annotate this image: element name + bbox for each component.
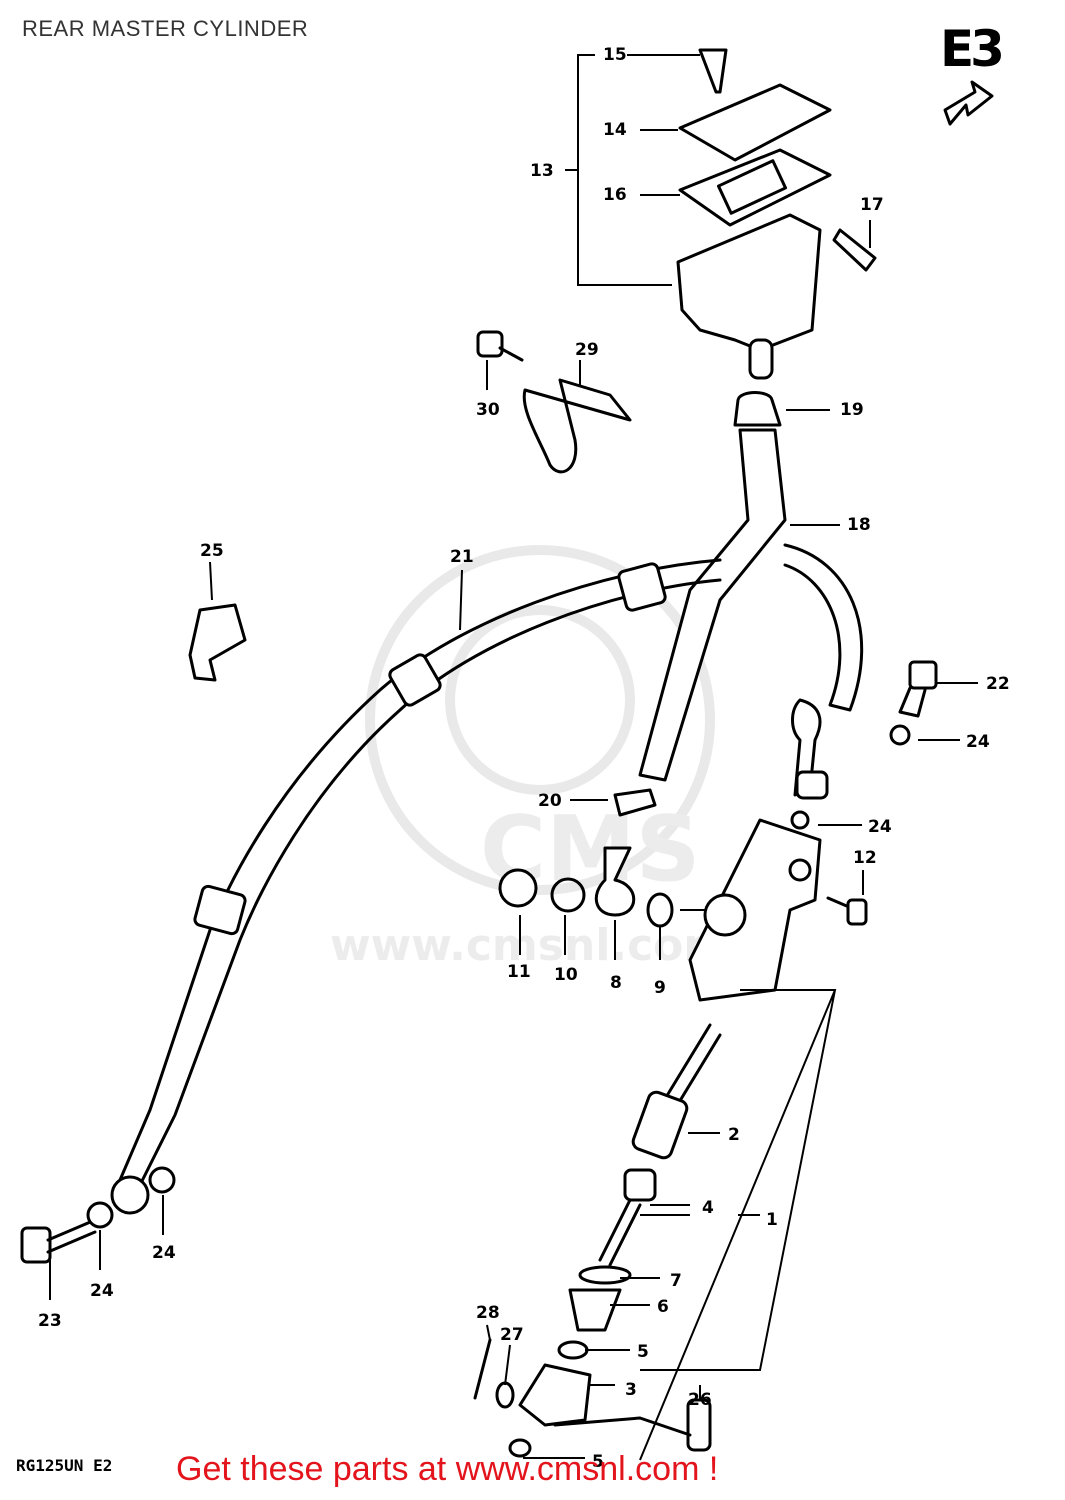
callout-10: 10 — [554, 965, 578, 985]
callout-13: 13 — [530, 161, 554, 181]
callout-numbers: 1 2 3 4 5 5 6 7 8 9 10 11 12 13 14 15 16… — [38, 45, 1010, 1472]
callout-3: 3 — [625, 1380, 637, 1400]
callout-5b: 5 — [592, 1452, 604, 1472]
arrow-icon — [943, 80, 994, 126]
callout-11: 11 — [507, 962, 531, 982]
callout-30: 30 — [476, 400, 500, 420]
model-code: RG125UN E2 — [16, 1456, 113, 1475]
watermark-logo: CMS www.cmsnl.com — [330, 545, 729, 971]
callout-7: 7 — [670, 1271, 682, 1291]
callout-20: 20 — [538, 791, 562, 811]
callout-21: 21 — [450, 547, 474, 567]
callout-17: 17 — [860, 195, 884, 215]
master-cylinder-body — [688, 698, 829, 1002]
callout-24c: 24 — [152, 1243, 176, 1263]
hose-18 — [638, 391, 864, 782]
leader-lines — [49, 54, 978, 1461]
callout-14: 14 — [603, 120, 627, 140]
callout-28: 28 — [476, 1303, 500, 1323]
callout-22: 22 — [986, 674, 1010, 694]
region-mark: E3 — [940, 20, 1005, 78]
callout-5a: 5 — [637, 1342, 649, 1362]
callout-24d: 24 — [90, 1281, 114, 1301]
callout-15: 15 — [603, 45, 627, 65]
callout-6: 6 — [657, 1297, 669, 1317]
callout-27: 27 — [500, 1325, 524, 1345]
callout-19: 19 — [840, 400, 864, 420]
callout-26: 26 — [688, 1390, 712, 1410]
callout-12: 12 — [853, 848, 877, 868]
pipe-and-bolt — [476, 330, 632, 474]
callout-23: 23 — [38, 1311, 62, 1331]
callout-8: 8 — [610, 973, 622, 993]
callout-29: 29 — [575, 340, 599, 360]
callout-25: 25 — [200, 541, 224, 561]
bolts — [20, 660, 938, 1452]
callout-18: 18 — [847, 515, 871, 535]
hose-21 — [110, 558, 722, 1215]
diagram-title: REAR MASTER CYLINDER — [22, 16, 309, 41]
callout-1: 1 — [766, 1210, 778, 1230]
callout-16: 16 — [603, 185, 627, 205]
callout-24a: 24 — [966, 732, 990, 752]
fittings — [473, 788, 674, 1409]
watermark-url: www.cmsnl.com — [330, 920, 729, 971]
footer-link[interactable]: Get these parts at www.cmsnl.com ! — [176, 1450, 719, 1488]
callout-4: 4 — [702, 1198, 714, 1218]
callout-24b: 24 — [868, 817, 892, 837]
reservoir-assembly — [676, 48, 877, 380]
clamp-25 — [188, 603, 247, 682]
callout-2: 2 — [728, 1125, 740, 1145]
internal-parts — [508, 1023, 722, 1458]
callout-9: 9 — [654, 978, 666, 998]
